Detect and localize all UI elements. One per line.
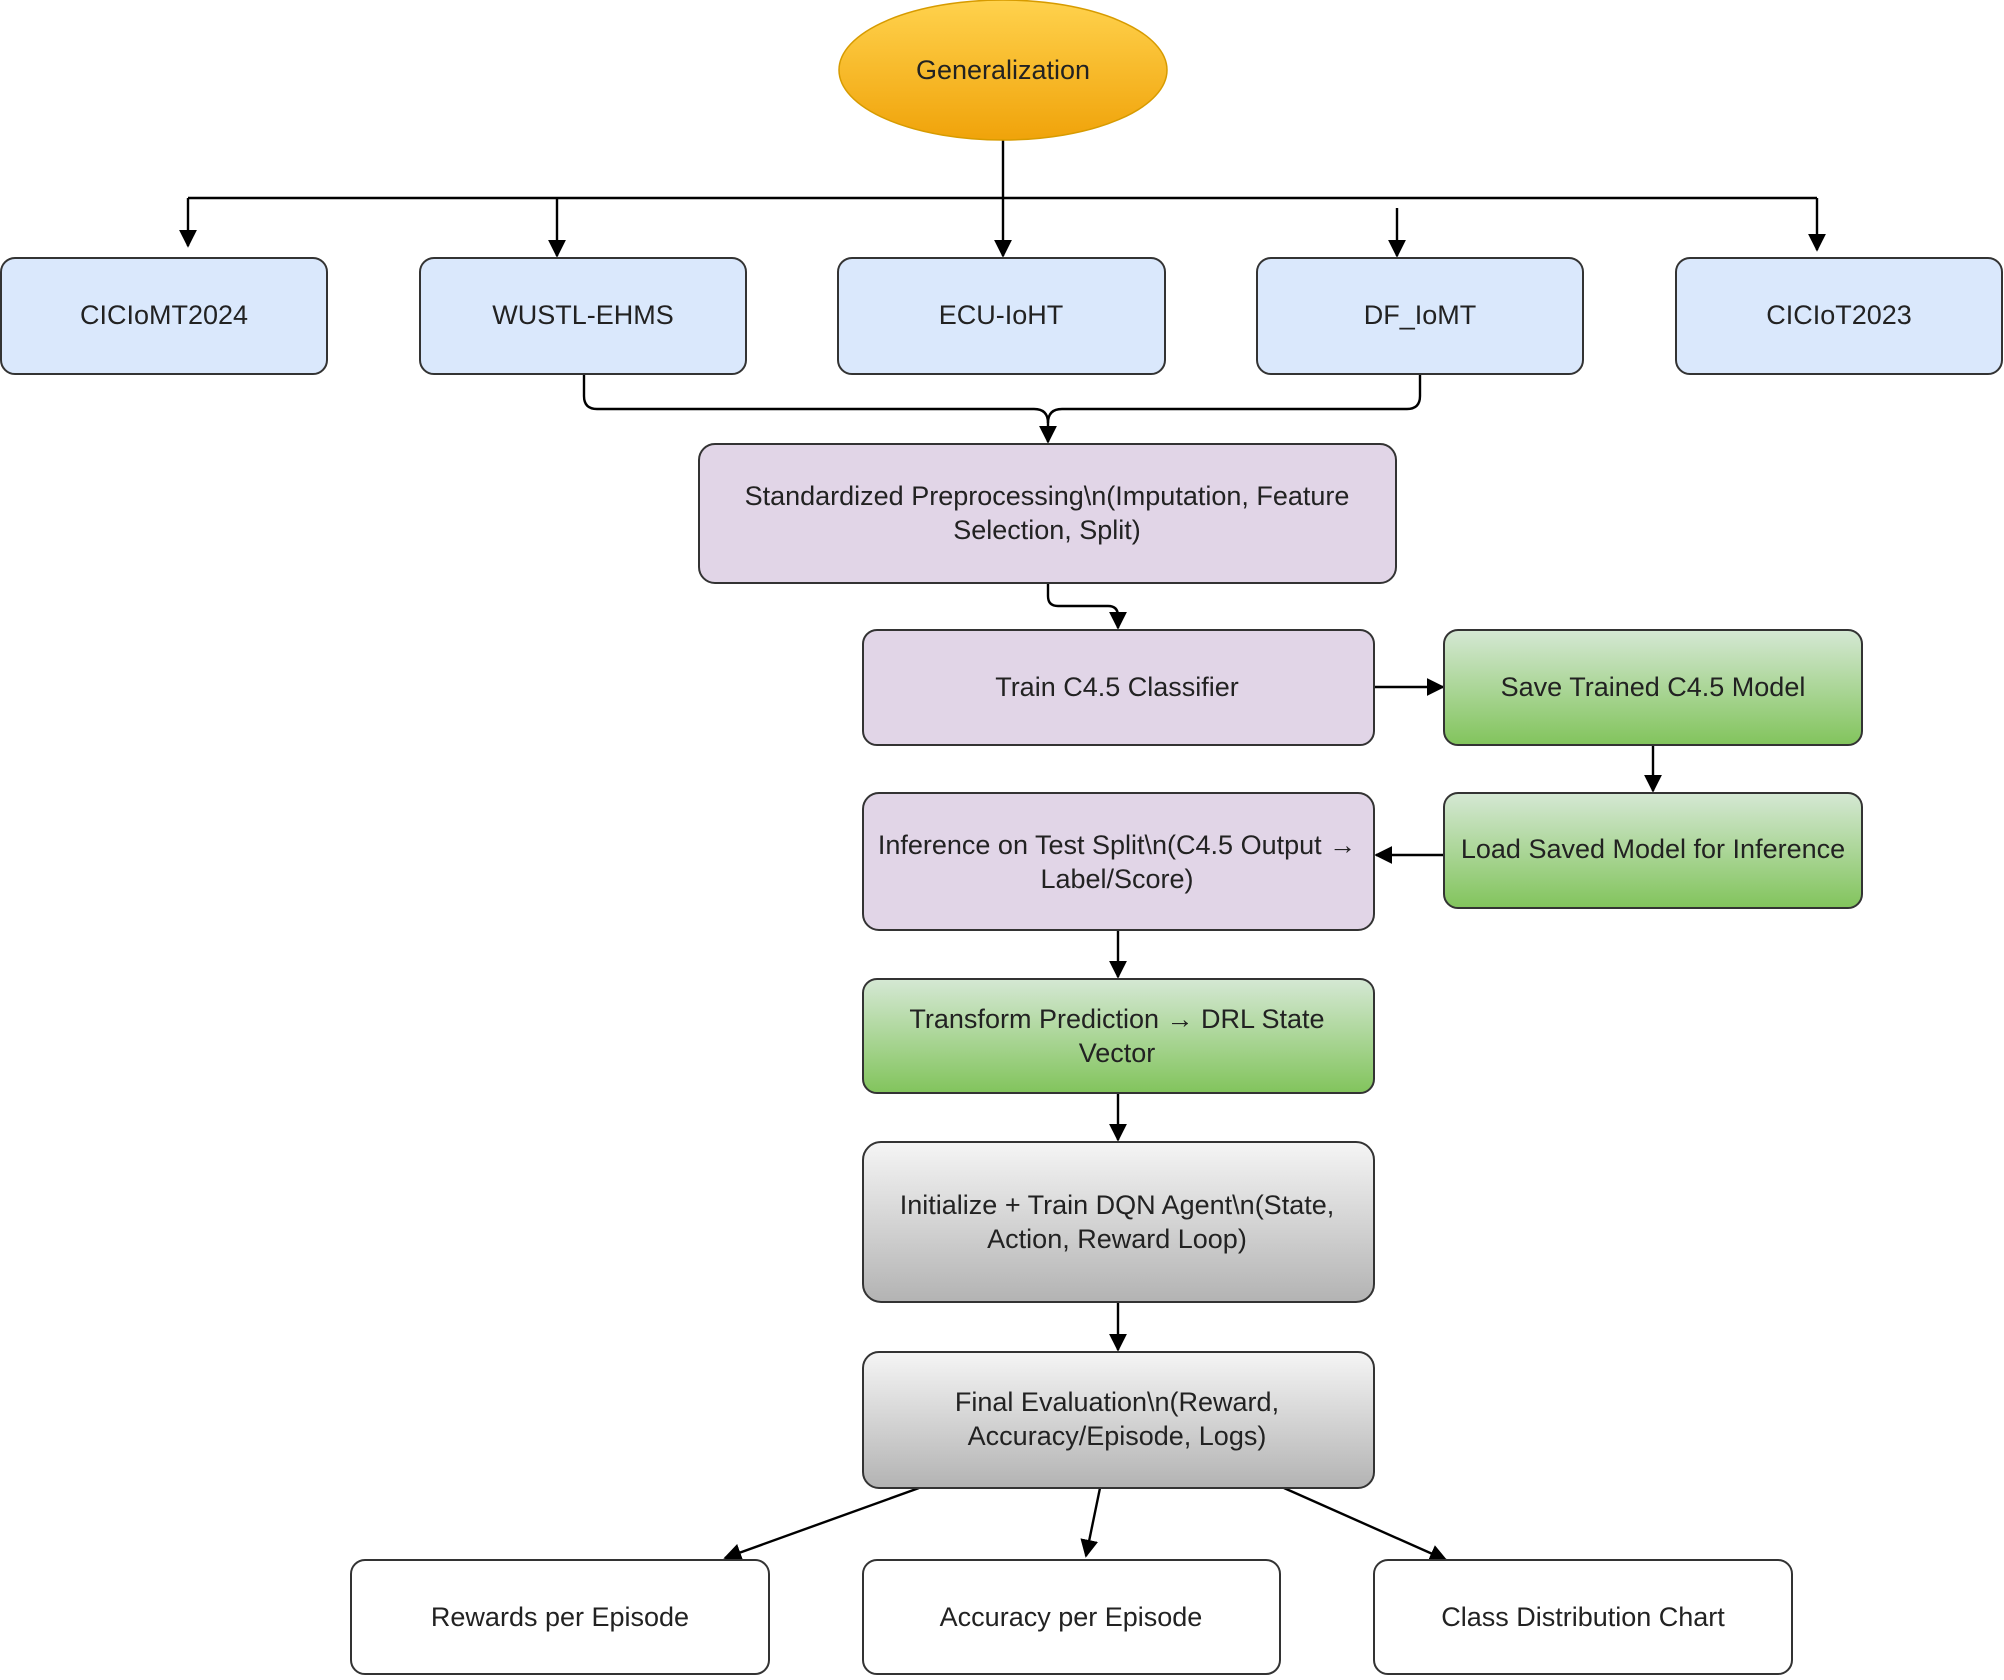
node-save-model[interactable]: Save Trained C4.5 Model	[1443, 629, 1863, 746]
node-preprocessing-line-2: Selection, Split)	[953, 515, 1141, 545]
edge-evaluation-to-rewards	[723, 1486, 920, 1561]
node-generalization-label: Generalization	[916, 55, 1090, 85]
node-evaluation-line-2: Accuracy/Episode, Logs)	[968, 1421, 1267, 1451]
node-df-iomt[interactable]: DF_IoMT	[1256, 257, 1584, 375]
node-ciciomt2024-label: CICIoMT2024	[80, 300, 248, 330]
node-dqn[interactable]: Initialize + Train DQN Agent\n(State, Ac…	[862, 1141, 1375, 1303]
node-ciciomt2024[interactable]: CICIoMT2024	[0, 257, 328, 375]
node-inference-line-2: Label/Score)	[1040, 864, 1193, 894]
node-class-dist-output-label: Class Distribution Chart	[1441, 1602, 1725, 1632]
node-load-model[interactable]: Load Saved Model for Inference	[1443, 792, 1863, 909]
node-wustl-ehms-label: WUSTL-EHMS	[492, 300, 674, 330]
edge-wustl-to-preprocessing	[582, 374, 1057, 444]
node-transform-line-1: Transform Prediction → DRL State	[909, 1004, 1324, 1034]
node-accuracy-output-label: Accuracy per Episode	[940, 1602, 1203, 1632]
node-ecu-ioht-label: ECU-IoHT	[939, 300, 1064, 330]
node-inference-line-1: Inference on Test Split\n(C4.5 Output →	[878, 830, 1356, 860]
node-evaluation[interactable]: Final Evaluation\n(Reward, Accuracy/Epis…	[862, 1351, 1375, 1489]
node-inference[interactable]: Inference on Test Split\n(C4.5 Output → …	[862, 792, 1375, 931]
node-transform[interactable]: Transform Prediction → DRL State Vector	[862, 978, 1375, 1094]
node-ciciot2023[interactable]: CICIoT2023	[1675, 257, 2003, 375]
node-rewards-output[interactable]: Rewards per Episode	[350, 1559, 770, 1675]
edge-df-iomt-to-preprocessing	[1046, 374, 1422, 424]
edge-evaluation-to-class-dist	[1283, 1486, 1448, 1562]
edges	[179, 140, 1826, 1562]
node-ciciot2023-label: CICIoT2023	[1766, 300, 1912, 330]
node-generalization[interactable]: Generalization	[838, 0, 1168, 141]
node-df-iomt-label: DF_IoMT	[1364, 300, 1477, 330]
node-dqn-line-2: Action, Reward Loop)	[987, 1224, 1247, 1254]
node-dqn-line-1: Initialize + Train DQN Agent\n(State,	[900, 1190, 1334, 1220]
node-rewards-output-label: Rewards per Episode	[431, 1602, 689, 1632]
node-save-model-label: Save Trained C4.5 Model	[1501, 672, 1806, 702]
node-preprocessing-line-1: Standardized Preprocessing\n(Imputation,…	[745, 481, 1350, 511]
node-train-c45-label: Train C4.5 Classifier	[995, 672, 1239, 702]
node-transform-line-2: Vector	[1079, 1038, 1156, 1068]
edge-evaluation-to-accuracy	[1080, 1487, 1102, 1558]
node-ecu-ioht[interactable]: ECU-IoHT	[837, 257, 1166, 375]
node-preprocessing[interactable]: Standardized Preprocessing\n(Imputation,…	[698, 443, 1397, 584]
node-wustl-ehms[interactable]: WUSTL-EHMS	[419, 257, 747, 375]
edge-preprocessing-to-train	[1046, 584, 1127, 630]
node-evaluation-line-1: Final Evaluation\n(Reward,	[955, 1387, 1279, 1417]
node-train-c45[interactable]: Train C4.5 Classifier	[862, 629, 1375, 746]
node-class-dist-output[interactable]: Class Distribution Chart	[1373, 1559, 1793, 1675]
node-load-model-label: Load Saved Model for Inference	[1461, 834, 1845, 864]
node-accuracy-output[interactable]: Accuracy per Episode	[862, 1559, 1281, 1675]
